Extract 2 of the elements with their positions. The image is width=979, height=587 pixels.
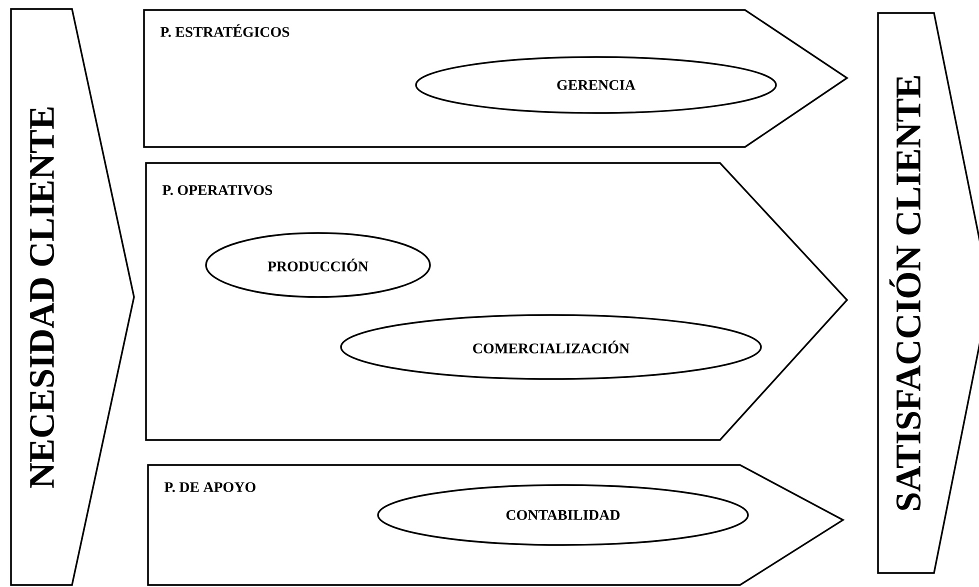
arrow-box: SATISFACCIÓN CLIENTE [877,12,979,574]
arrow-box: NECESIDAD CLIENTE [10,8,135,586]
